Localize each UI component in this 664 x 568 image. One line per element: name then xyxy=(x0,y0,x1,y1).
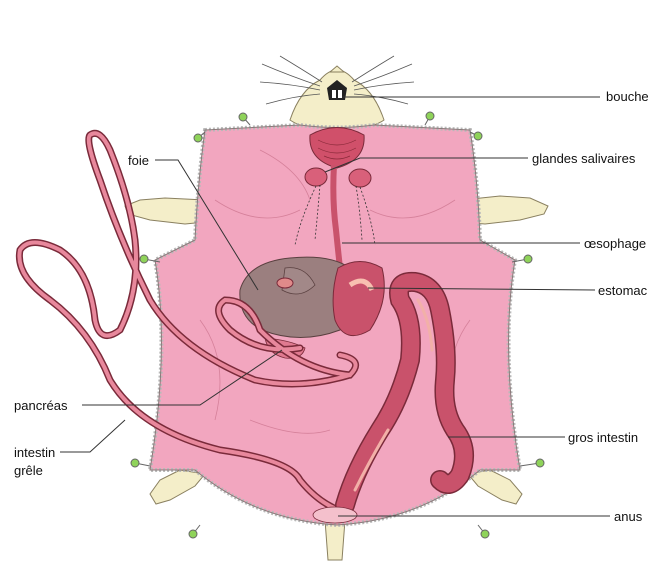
label-glandes-salivaires: glandes salivaires xyxy=(532,151,635,166)
gallbladder xyxy=(277,278,293,288)
label-estomac: estomac xyxy=(598,283,647,298)
label-foie: foie xyxy=(128,153,149,168)
label-intestin-grele-line1: intestin xyxy=(14,445,55,460)
label-oesophage: œsophage xyxy=(584,236,646,251)
back-left-paw xyxy=(150,470,205,504)
label-pancreas: pancréas xyxy=(14,398,67,413)
pin xyxy=(524,255,532,263)
pin xyxy=(536,459,544,467)
label-intestin-grele-line2: grêle xyxy=(14,463,43,478)
pin xyxy=(140,255,148,263)
anus-region xyxy=(313,507,357,523)
nose-tip xyxy=(330,66,344,72)
label-gros-intestin: gros intestin xyxy=(568,430,638,445)
pin xyxy=(426,112,434,120)
salivary-gland-right xyxy=(349,169,371,187)
incisor-left xyxy=(332,90,336,98)
pin xyxy=(189,530,197,538)
pin xyxy=(481,530,489,538)
label-anus: anus xyxy=(614,509,642,524)
pin xyxy=(194,134,202,142)
label-bouche: bouche xyxy=(606,89,649,104)
incisor-right xyxy=(338,90,342,98)
front-left-paw xyxy=(125,198,205,224)
salivary-gland-left xyxy=(305,168,327,186)
pin xyxy=(239,113,247,121)
pin xyxy=(474,132,482,140)
pin xyxy=(131,459,139,467)
leader-intestin-grele xyxy=(60,420,125,452)
head xyxy=(260,56,414,130)
